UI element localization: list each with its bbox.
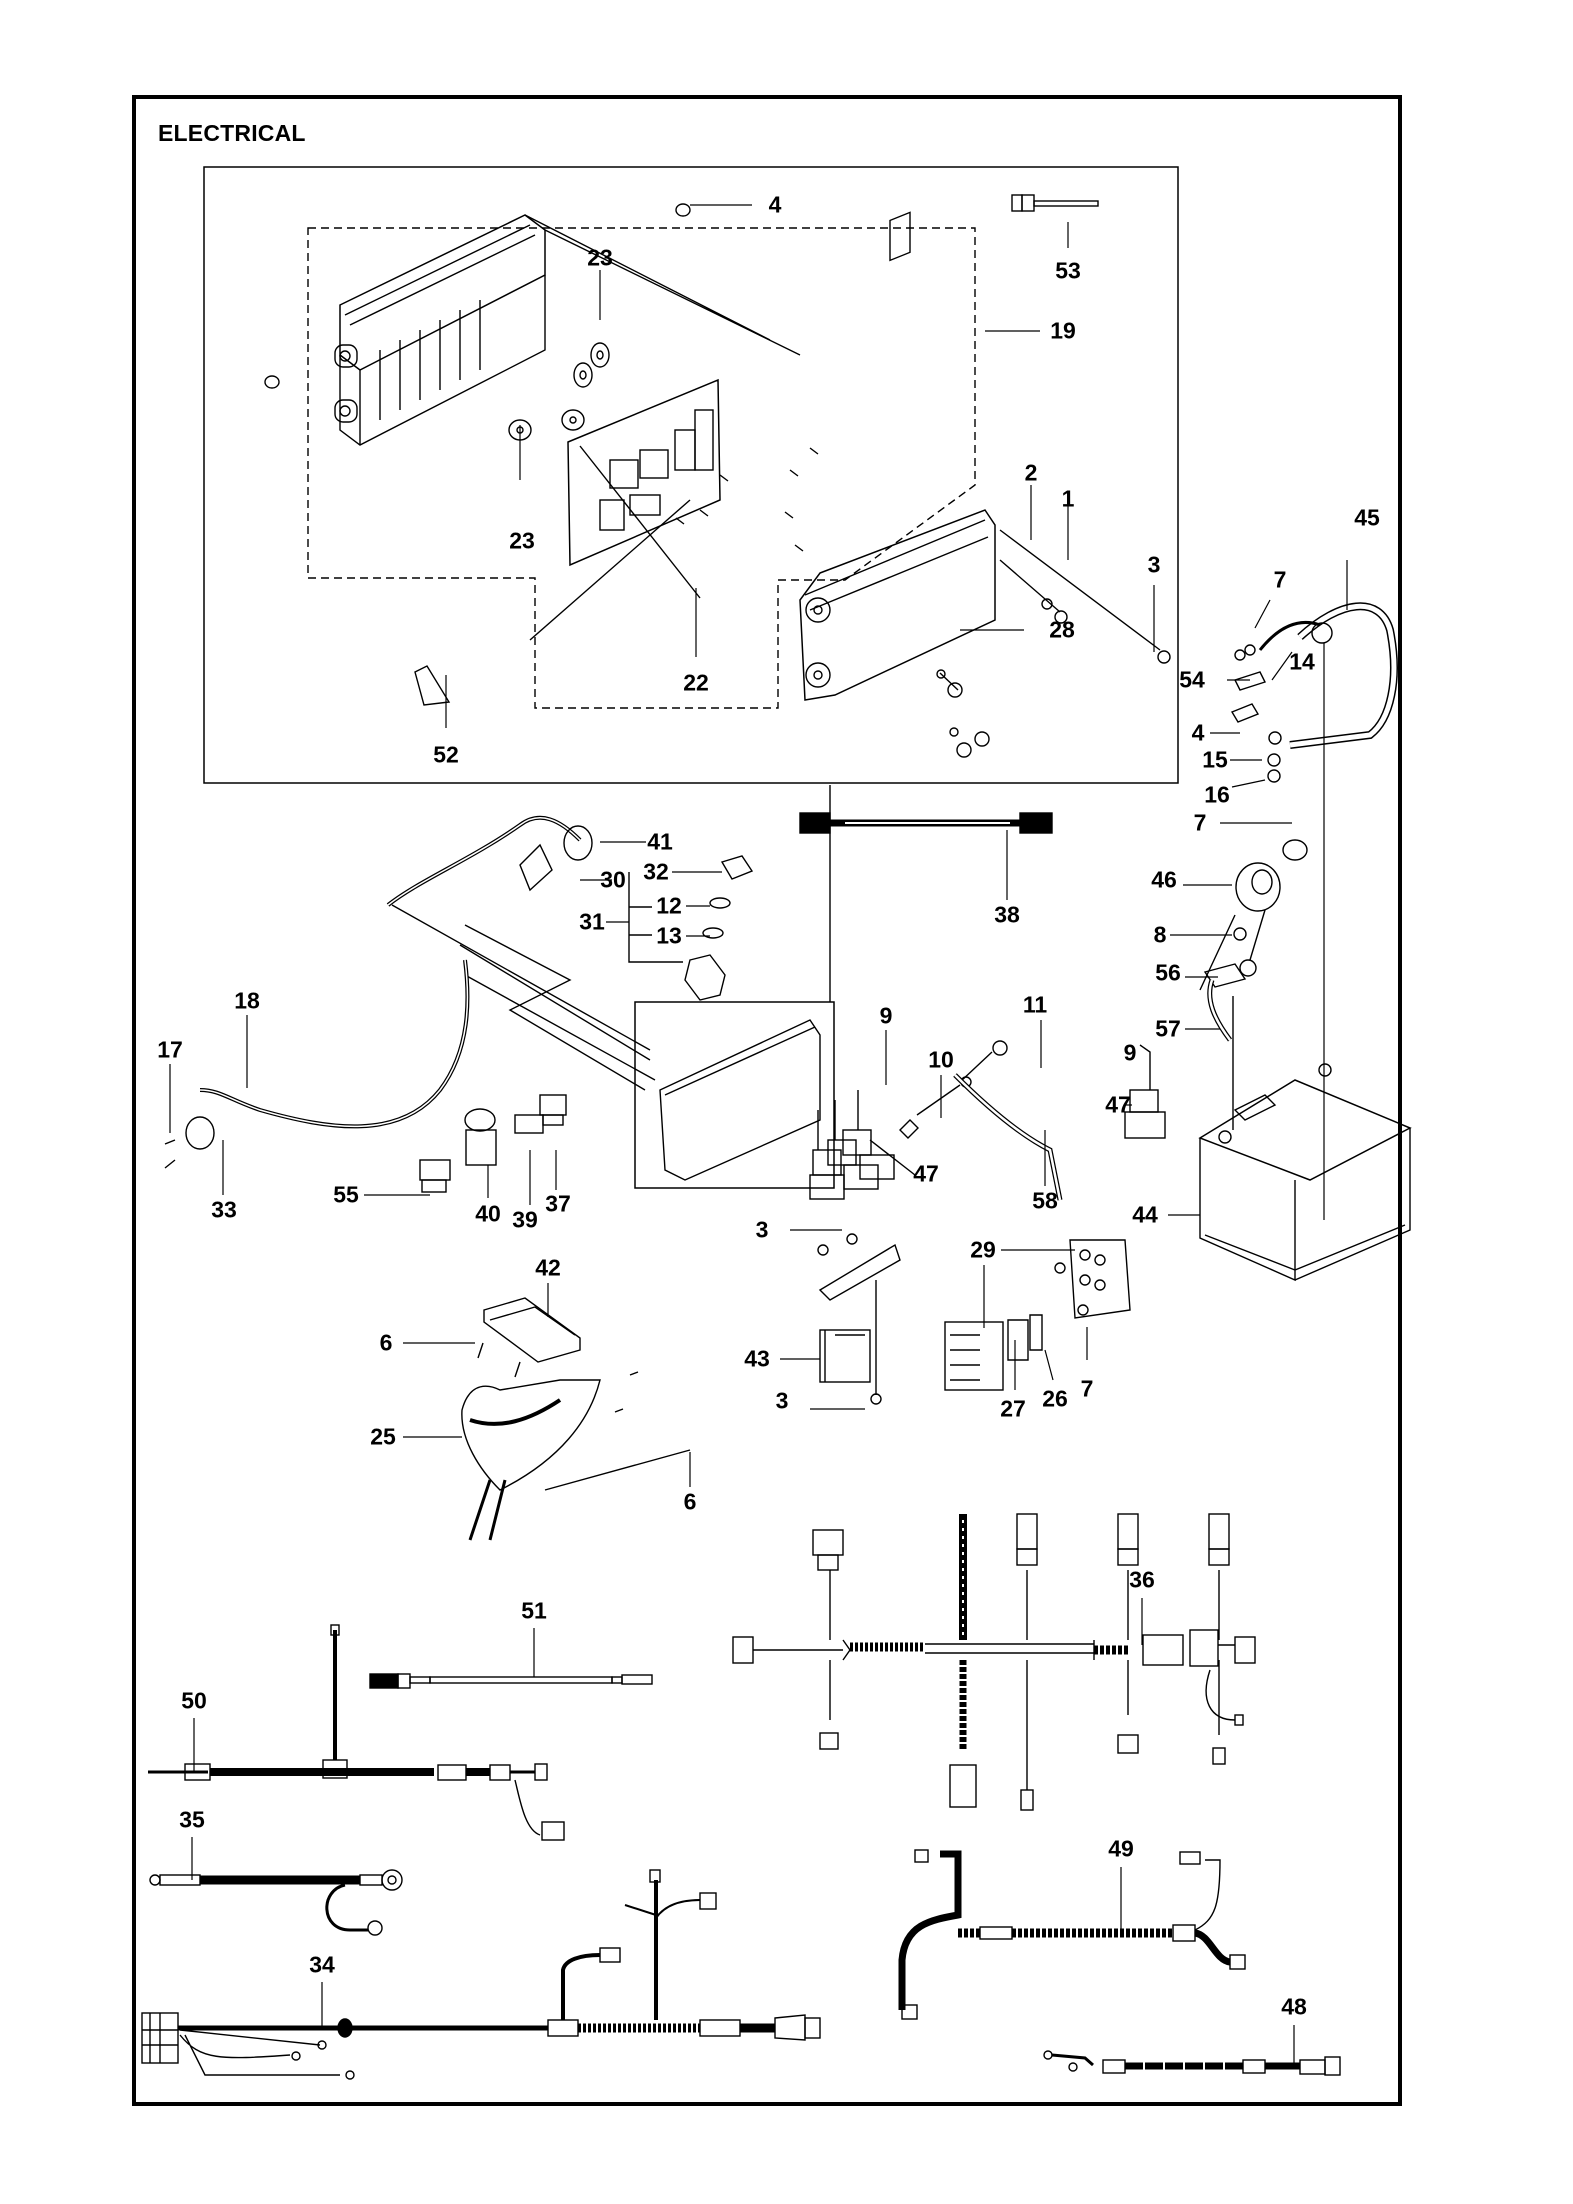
relay-single — [1124, 1044, 1166, 1139]
callout-56[interactable]: 56 — [1155, 959, 1181, 986]
callout-53[interactable]: 53 — [1055, 257, 1081, 284]
callout-43[interactable]: 43 — [744, 1345, 770, 1372]
callout-33[interactable]: 33 — [211, 1196, 237, 1223]
harness-48 — [1043, 2050, 1341, 2076]
module-group-frame — [203, 166, 1179, 784]
callout-45[interactable]: 45 — [1354, 504, 1380, 531]
ground-cable-35 — [149, 1869, 403, 1936]
cable-58 — [899, 1040, 1063, 1201]
callout-57[interactable]: 57 — [1155, 1015, 1181, 1042]
battery-cable-assembly — [1230, 602, 1398, 1220]
subassembly-outline — [307, 227, 976, 709]
callout-12[interactable]: 12 — [656, 892, 682, 919]
callout-41[interactable]: 41 — [647, 828, 673, 855]
callout-1[interactable]: 1 — [1061, 485, 1075, 512]
callout-50[interactable]: 50 — [181, 1687, 207, 1714]
callout-29[interactable]: 29 — [970, 1236, 996, 1263]
callout-14[interactable]: 14 — [1289, 648, 1315, 675]
callout-25[interactable]: 25 — [370, 1423, 396, 1450]
callout-46[interactable]: 46 — [1151, 866, 1177, 893]
callout-7[interactable]: 7 — [1193, 809, 1207, 836]
grommets — [264, 203, 691, 441]
short-connector-lead — [1011, 194, 1099, 212]
callout-8[interactable]: 8 — [1153, 921, 1167, 948]
extension-lead-51 — [369, 1673, 653, 1689]
callout-47[interactable]: 47 — [913, 1160, 939, 1187]
callout-55[interactable]: 55 — [333, 1181, 359, 1208]
callout-28[interactable]: 28 — [1049, 616, 1075, 643]
module-cover — [799, 211, 996, 701]
callout-17[interactable]: 17 — [157, 1036, 183, 1063]
ground-lead — [414, 665, 451, 706]
callout-34[interactable]: 34 — [309, 1951, 335, 1978]
battery — [1198, 1063, 1412, 1282]
callout-9[interactable]: 9 — [1123, 1039, 1137, 1066]
callout-51[interactable]: 51 — [521, 1597, 547, 1624]
callout-37[interactable]: 37 — [545, 1190, 571, 1217]
callout-27[interactable]: 27 — [1000, 1395, 1026, 1422]
callout-58[interactable]: 58 — [1032, 1187, 1058, 1214]
callout-18[interactable]: 18 — [234, 987, 260, 1014]
callout-23[interactable]: 23 — [509, 527, 535, 554]
callout-6[interactable]: 6 — [379, 1329, 393, 1356]
callout-39[interactable]: 39 — [512, 1206, 538, 1233]
callout-52[interactable]: 52 — [433, 741, 459, 768]
harness-link-38 — [799, 812, 1053, 834]
control-box — [334, 214, 801, 446]
callout-23[interactable]: 23 — [587, 244, 613, 271]
leader-lines — [169, 204, 1348, 2066]
callout-26[interactable]: 26 — [1042, 1385, 1068, 1412]
callout-9[interactable]: 9 — [879, 1002, 893, 1029]
callout-22[interactable]: 22 — [683, 669, 709, 696]
circuit-board — [567, 378, 721, 567]
callout-48[interactable]: 48 — [1281, 1993, 1307, 2020]
main-harness — [164, 815, 656, 1169]
callout-3[interactable]: 3 — [775, 1387, 789, 1414]
callout-3[interactable]: 3 — [755, 1216, 769, 1243]
callout-13[interactable]: 13 — [656, 922, 682, 949]
key-switch-kit — [628, 855, 754, 1001]
relay-group — [809, 1090, 916, 1200]
callout-32[interactable]: 32 — [643, 858, 669, 885]
callout-49[interactable]: 49 — [1108, 1835, 1134, 1862]
module-screws — [529, 445, 1171, 758]
callout-16[interactable]: 16 — [1204, 781, 1230, 808]
callout-11[interactable]: 11 — [1022, 991, 1048, 1018]
fuse-holders — [817, 1233, 1131, 1405]
callout-2[interactable]: 2 — [1024, 459, 1038, 486]
callout-35[interactable]: 35 — [179, 1806, 205, 1833]
callout-54[interactable]: 54 — [1179, 666, 1205, 693]
callout-47[interactable]: 47 — [1105, 1091, 1131, 1118]
callout-15[interactable]: 15 — [1202, 746, 1228, 773]
callout-36[interactable]: 36 — [1129, 1566, 1155, 1593]
callout-7[interactable]: 7 — [1080, 1375, 1094, 1402]
callout-4[interactable]: 4 — [768, 191, 782, 218]
callout-42[interactable]: 42 — [535, 1254, 561, 1281]
main-switch-assembly — [1199, 839, 1308, 1130]
harness-49 — [898, 1849, 1246, 2020]
callout-38[interactable]: 38 — [994, 901, 1020, 928]
callout-10[interactable]: 10 — [928, 1046, 954, 1073]
page-title: ELECTRICAL — [158, 120, 306, 146]
dashboard — [461, 1297, 691, 1541]
callout-44[interactable]: 44 — [1132, 1201, 1158, 1228]
callout-6[interactable]: 6 — [683, 1488, 697, 1515]
control-module — [634, 785, 835, 1189]
outer-frame — [132, 95, 1402, 2106]
callout-31[interactable]: 31 — [579, 908, 605, 935]
engine-harness-36 — [732, 1513, 1256, 1811]
switches — [419, 1094, 567, 1193]
callout-40[interactable]: 40 — [475, 1200, 501, 1227]
callout-4[interactable]: 4 — [1191, 719, 1205, 746]
callout-7[interactable]: 7 — [1273, 566, 1287, 593]
rear-harness-34 — [141, 1869, 821, 2080]
sensor-harness-50 — [148, 1624, 565, 1841]
callout-30[interactable]: 30 — [600, 866, 626, 893]
callout-3[interactable]: 3 — [1147, 551, 1161, 578]
callout-19[interactable]: 19 — [1050, 317, 1076, 344]
